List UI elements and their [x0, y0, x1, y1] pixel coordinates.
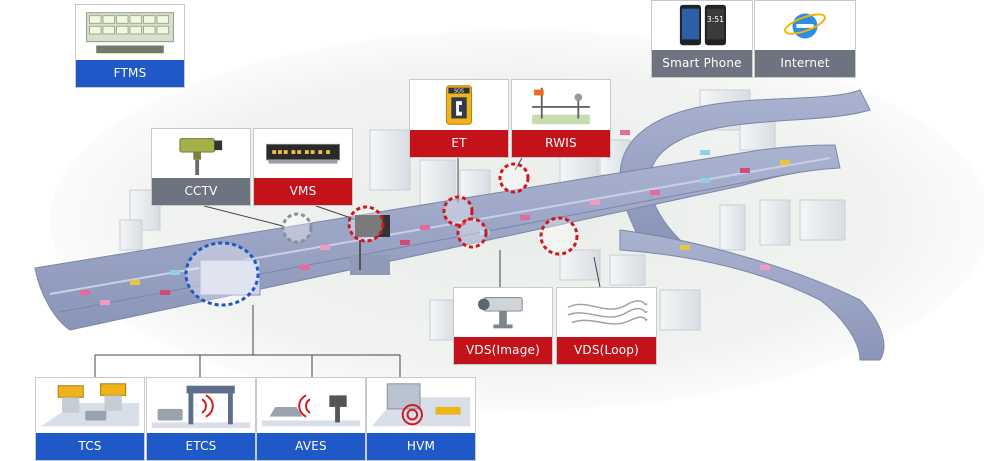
et-marker	[442, 195, 474, 227]
location-markers	[184, 162, 579, 307]
cctv-camera-icon	[152, 129, 250, 178]
hvm-label: HVM	[367, 433, 475, 460]
vds-loop-label: VDS(Loop)	[557, 337, 656, 364]
toll-plaza-marker	[184, 241, 260, 307]
vms-marker	[347, 205, 385, 243]
vms-card[interactable]: VMS	[253, 128, 353, 206]
toll-booth-icon	[36, 378, 144, 433]
rwis-marker	[498, 162, 530, 194]
electronic-toll-gantry-icon	[147, 378, 255, 433]
tcs-card[interactable]: TCS	[35, 377, 145, 461]
cctv-card[interactable]: CCTV	[151, 128, 251, 206]
median-strip-2	[59, 171, 801, 313]
vds-loop-card[interactable]: VDS(Loop)	[556, 287, 657, 365]
vehicles	[80, 130, 790, 305]
smart-phone-label: Smart Phone	[652, 50, 752, 77]
vds-image-marker	[456, 217, 488, 249]
weather-station-icon	[512, 80, 610, 130]
internet-explorer-icon	[755, 1, 855, 50]
etcs-card[interactable]: ETCS	[146, 377, 256, 461]
internet-card[interactable]: Internet	[754, 0, 856, 78]
vds-image-card[interactable]: VDS(Image)	[453, 287, 553, 365]
svg-text:SOS: SOS	[454, 89, 464, 95]
vms-label: VMS	[254, 178, 352, 205]
sos-emergency-phone-icon: SOS	[410, 80, 508, 130]
loop-detector-icon	[557, 288, 656, 337]
vds-loop-marker	[539, 216, 579, 256]
aves-card[interactable]: AVES	[256, 377, 366, 461]
variable-message-sign-icon	[254, 129, 352, 178]
rwis-label: RWIS	[512, 130, 610, 157]
truck-weigh-station-icon	[367, 378, 475, 433]
speed-enforcement-camera-icon	[257, 378, 365, 433]
ftms-label: FTMS	[76, 60, 184, 87]
aves-label: AVES	[257, 433, 365, 460]
vds-image-label: VDS(Image)	[454, 337, 552, 364]
etcs-label: ETCS	[147, 433, 255, 460]
cctv-marker	[281, 212, 313, 244]
tcs-label: TCS	[36, 433, 144, 460]
internet-label: Internet	[755, 50, 855, 77]
smartphone-icon: 3:51	[652, 1, 752, 50]
cctv-label: CCTV	[152, 178, 250, 205]
smart-phone-card[interactable]: 3:51 Smart Phone	[651, 0, 753, 78]
et-card[interactable]: SOS ET	[409, 79, 509, 158]
control-room-video-wall-icon	[76, 5, 184, 60]
video-detector-camera-icon	[454, 288, 552, 337]
ramp-road	[619, 229, 885, 361]
et-label: ET	[410, 130, 508, 157]
rwis-card[interactable]: RWIS	[511, 79, 611, 158]
svg-text:3:51: 3:51	[707, 15, 724, 24]
ftms-card[interactable]: FTMS	[75, 4, 185, 88]
hvm-card[interactable]: HVM	[366, 377, 476, 461]
